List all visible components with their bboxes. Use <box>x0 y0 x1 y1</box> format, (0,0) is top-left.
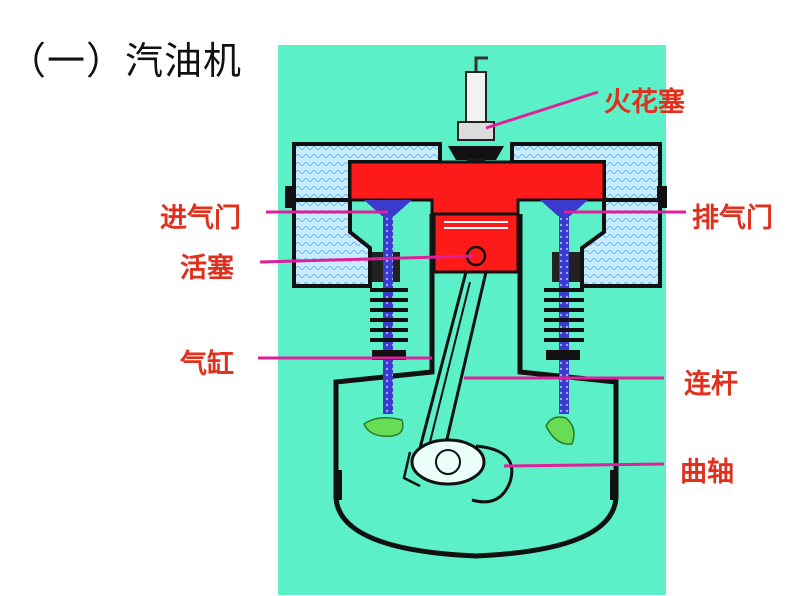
label-cylinder: 气缸 <box>180 349 234 380</box>
label-intake-valve: 进气门 <box>160 203 241 234</box>
piston <box>432 212 520 274</box>
label-connecting-rod: 连杆 <box>684 369 738 400</box>
exhaust-valve <box>540 200 588 445</box>
label-crankshaft: 曲轴 <box>680 457 734 488</box>
label-exhaust-valve: 排气门 <box>692 203 773 234</box>
label-spark-plug: 火花塞 <box>604 87 685 118</box>
pointer-piston <box>259 254 475 264</box>
pointer-spark-plug <box>485 90 599 130</box>
pointer-crankshaft <box>503 462 665 468</box>
pointer-lines <box>258 90 686 468</box>
page-title: （一）汽油机 <box>8 39 243 83</box>
intake-valve <box>363 200 412 437</box>
label-piston: 活塞 <box>180 253 234 284</box>
cylinder-block <box>285 142 667 559</box>
crankshaft <box>402 438 514 504</box>
